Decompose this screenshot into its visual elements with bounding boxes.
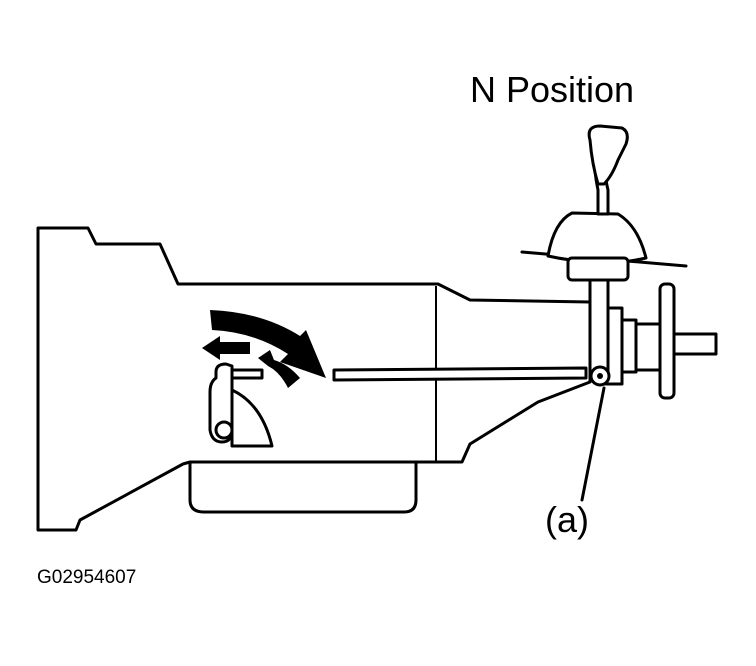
direction-arrow-icon [202,336,250,360]
figure-id: G02954607 [37,567,137,588]
output-shaft [672,332,718,356]
manual-lever-pivot [214,420,234,440]
diagram-title: N Position [470,69,635,110]
output-flange [634,322,664,372]
oil-pan [188,460,418,514]
small-rotation-arrow-icon [258,350,300,388]
callout-label-a: (a) [545,499,589,540]
shift-lever-knob [587,124,629,186]
shift-control-rod [332,366,588,382]
callout-leader-line [580,386,606,502]
transmission-case [36,226,592,532]
detent-plate [230,388,274,448]
lever-base-housing [566,256,630,282]
shift-control-arm [588,278,610,380]
flange-plate [658,282,676,400]
shift-lever-boot [546,211,648,264]
tail-housing-step [620,318,638,374]
rotation-arrow-icon [210,310,326,378]
rod-end-joint-pin [597,373,603,379]
